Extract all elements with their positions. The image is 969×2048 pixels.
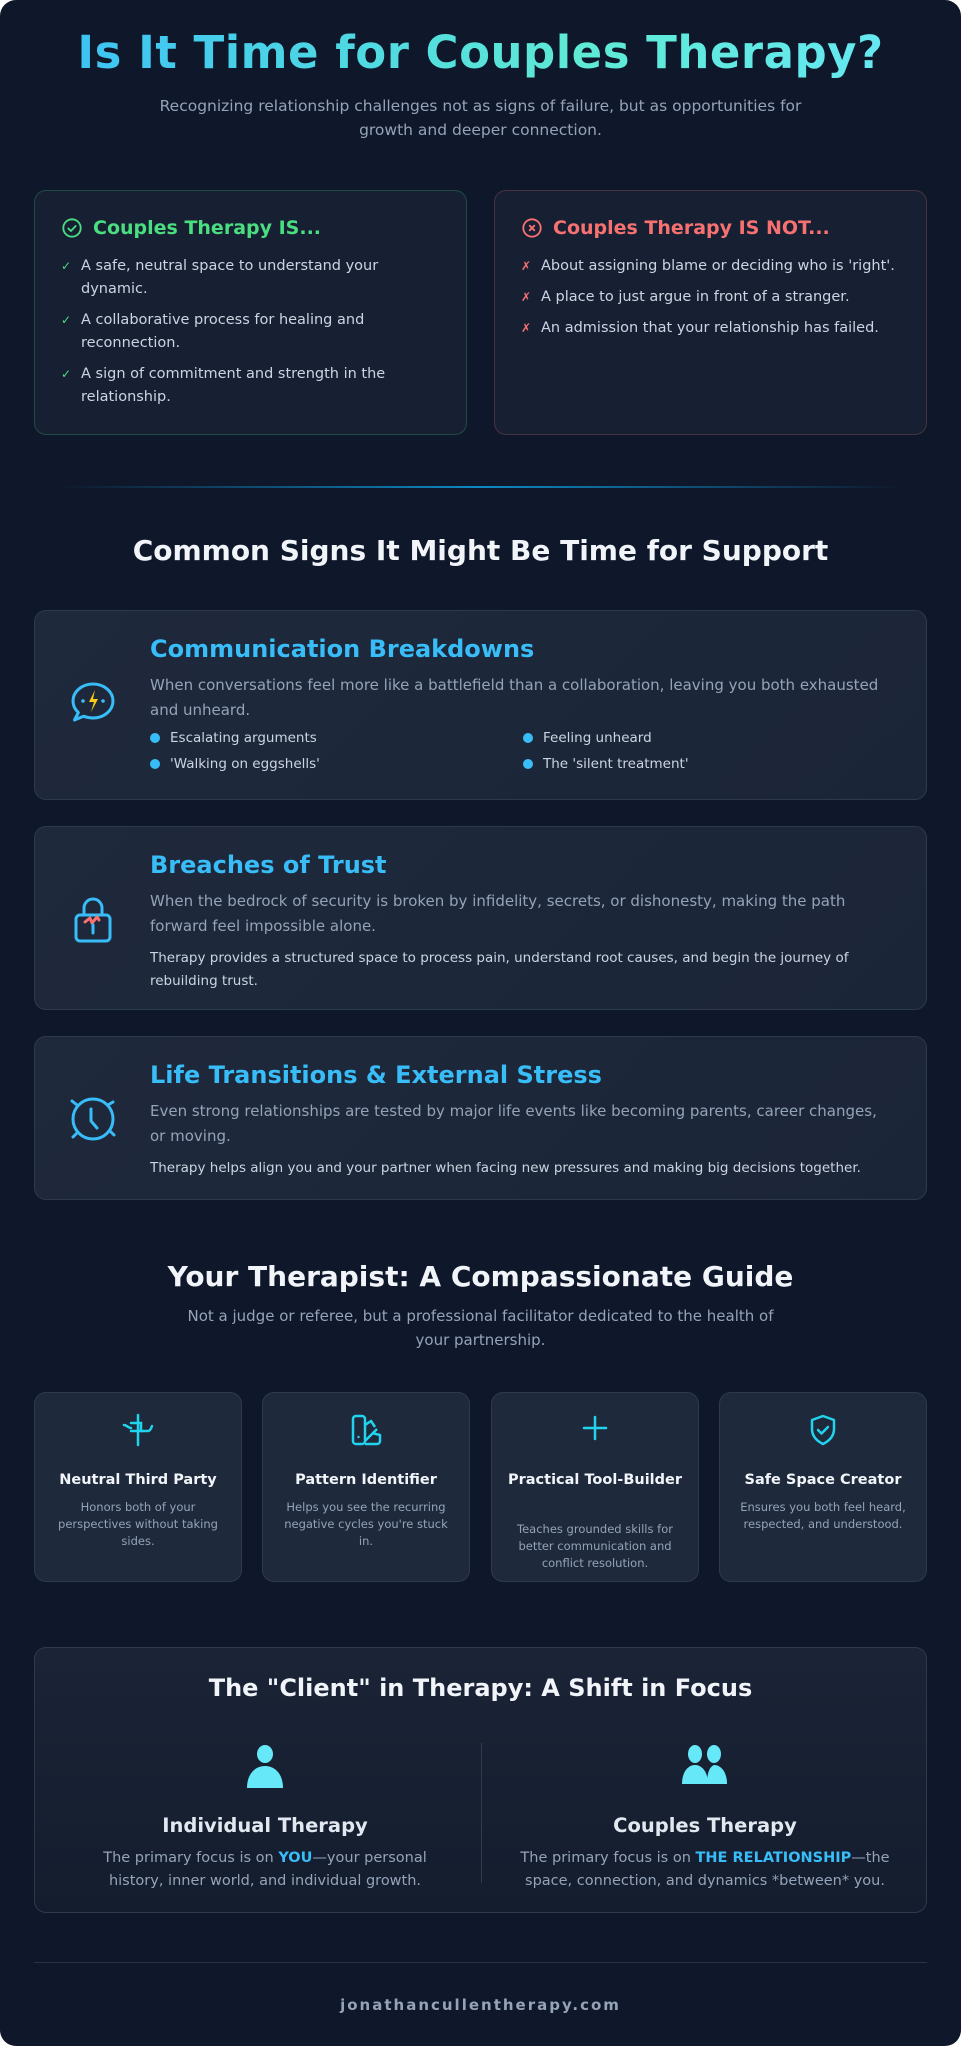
shield-check-icon: [810, 1414, 836, 1446]
bullet-dot-icon: [523, 733, 533, 743]
role-title: Safe Space Creator: [744, 1472, 902, 1488]
list-item: ✓A collaborative process for healing and…: [61, 309, 446, 355]
guide-subtitle: Not a judge or referee, but a profession…: [187, 1307, 774, 1349]
sign-title: Communication Breakdowns: [150, 635, 535, 663]
sign-description: When the bedrock of security is broken b…: [150, 892, 846, 935]
role-card-toolbuilder: Practical Tool-Builder Teaches grounded …: [491, 1392, 699, 1582]
bullet-dot-icon: [150, 733, 160, 743]
balance-icon: [122, 1413, 154, 1447]
sign-card-communication: Communication Breakdowns When conversati…: [34, 610, 927, 800]
bullet-item: Feeling unheard: [523, 728, 896, 748]
sign-title: Breaches of Trust: [150, 851, 387, 879]
signs-heading: Common Signs It Might Be Time for Suppor…: [132, 534, 829, 567]
chat-lightning-icon: [71, 682, 115, 722]
role-card-neutral: Neutral Third Party Honors both of your …: [34, 1392, 242, 1582]
role-description: Honors both of your perspectives without…: [58, 1500, 218, 1548]
list-item: ✗A place to just argue in front of a str…: [521, 286, 906, 309]
list-item: ✗About assigning blame or deciding who i…: [521, 255, 906, 278]
role-title: Neutral Third Party: [59, 1472, 217, 1488]
sign-description: When conversations feel more like a batt…: [150, 676, 879, 719]
guide-heading: Your Therapist: A Compassionate Guide: [167, 1260, 794, 1293]
checkmark-icon: ✓: [61, 259, 72, 273]
couples-therapy-description: The primary focus is on THE RELATIONSHIP…: [520, 1850, 890, 1889]
x-circle-icon: [522, 218, 542, 238]
role-card-pattern: Pattern Identifier Helps you see the rec…: [262, 1392, 470, 1582]
two-people-icon: [682, 1745, 727, 1784]
page-title: Is It Time for Couples Therapy?: [0, 26, 961, 79]
sign-card-trust: Breaches of Trust When the bedrock of se…: [34, 826, 927, 1010]
therapy-is-heading: Couples Therapy IS...: [61, 217, 321, 239]
cross-mark-icon: ✗: [521, 290, 532, 304]
checkmark-icon: ✓: [61, 313, 72, 327]
person-icon: [247, 1745, 283, 1788]
therapy-is-title: Couples Therapy IS...: [93, 217, 322, 239]
role-description: Teaches grounded skills for better commu…: [517, 1522, 673, 1570]
role-title: Pattern Identifier: [295, 1472, 437, 1488]
couples-therapy-title: Couples Therapy: [613, 1814, 797, 1837]
therapy-is-not-list: ✗About assigning blame or deciding who i…: [521, 255, 906, 348]
sign-card-transitions: Life Transitions & External Stress Even …: [34, 1036, 927, 1200]
therapy-is-card: Couples Therapy IS... ✓A safe, neutral s…: [34, 190, 467, 435]
therapy-is-list: ✓A safe, neutral space to understand you…: [61, 255, 446, 417]
client-focus-card: The "Client" in Therapy: A Shift in Focu…: [34, 1647, 927, 1913]
therapy-is-not-heading: Couples Therapy IS NOT...: [521, 217, 830, 239]
therapy-is-not-title: Couples Therapy IS NOT...: [553, 217, 830, 239]
sign-note: Therapy helps align you and your partner…: [150, 1160, 861, 1176]
list-item: ✓A sign of commitment and strength in th…: [61, 363, 446, 409]
sign-note: Therapy provides a structured space to p…: [150, 950, 849, 989]
bullet-dot-icon: [523, 759, 533, 769]
couples-therapy-column: Couples Therapy The primary focus is on …: [495, 1744, 915, 1893]
sign-description: Even strong relationships are tested by …: [150, 1102, 877, 1145]
checkmark-icon: ✓: [61, 367, 72, 381]
bullet-item: Escalating arguments: [150, 728, 523, 748]
plus-icon: [582, 1415, 608, 1441]
role-description: Helps you see the recurring negative cyc…: [284, 1500, 448, 1548]
section-divider: [56, 486, 905, 488]
check-circle-icon: [62, 218, 82, 238]
individual-therapy-description: The primary focus is on YOU—your persona…: [103, 1850, 427, 1889]
individual-therapy-title: Individual Therapy: [162, 1814, 368, 1837]
page-subtitle: Recognizing relationship challenges not …: [159, 97, 802, 139]
cross-mark-icon: ✗: [521, 321, 532, 335]
bullet-dot-icon: [150, 759, 160, 769]
role-description: Ensures you both feel heard, respected, …: [740, 1500, 906, 1531]
broken-lock-icon: [74, 897, 112, 943]
sign-bullets: Escalating arguments Feeling unheard 'Wa…: [150, 728, 896, 774]
role-title: Practical Tool-Builder: [507, 1472, 682, 1488]
sign-title: Life Transitions & External Stress: [150, 1061, 602, 1089]
role-card-safespace: Safe Space Creator Ensures you both feel…: [719, 1392, 927, 1582]
bullet-item: 'Walking on eggshells': [150, 754, 523, 774]
client-heading: The "Client" in Therapy: A Shift in Focu…: [208, 1674, 753, 1702]
cross-mark-icon: ✗: [521, 259, 532, 273]
individual-therapy-column: Individual Therapy The primary focus is …: [55, 1744, 475, 1893]
clock-cycle-icon: [70, 1097, 116, 1141]
footer-divider: [34, 1962, 927, 1963]
footer-website-link[interactable]: jonathancullentherapy.com: [340, 1996, 621, 2014]
list-item: ✓A safe, neutral space to understand you…: [61, 255, 446, 301]
bullet-item: The 'silent treatment': [523, 754, 896, 774]
list-item: ✗An admission that your relationship has…: [521, 317, 906, 340]
swatch-pattern-icon: [351, 1414, 382, 1446]
therapy-is-not-card: Couples Therapy IS NOT... ✗About assigni…: [494, 190, 927, 435]
column-divider: [481, 1743, 482, 1883]
